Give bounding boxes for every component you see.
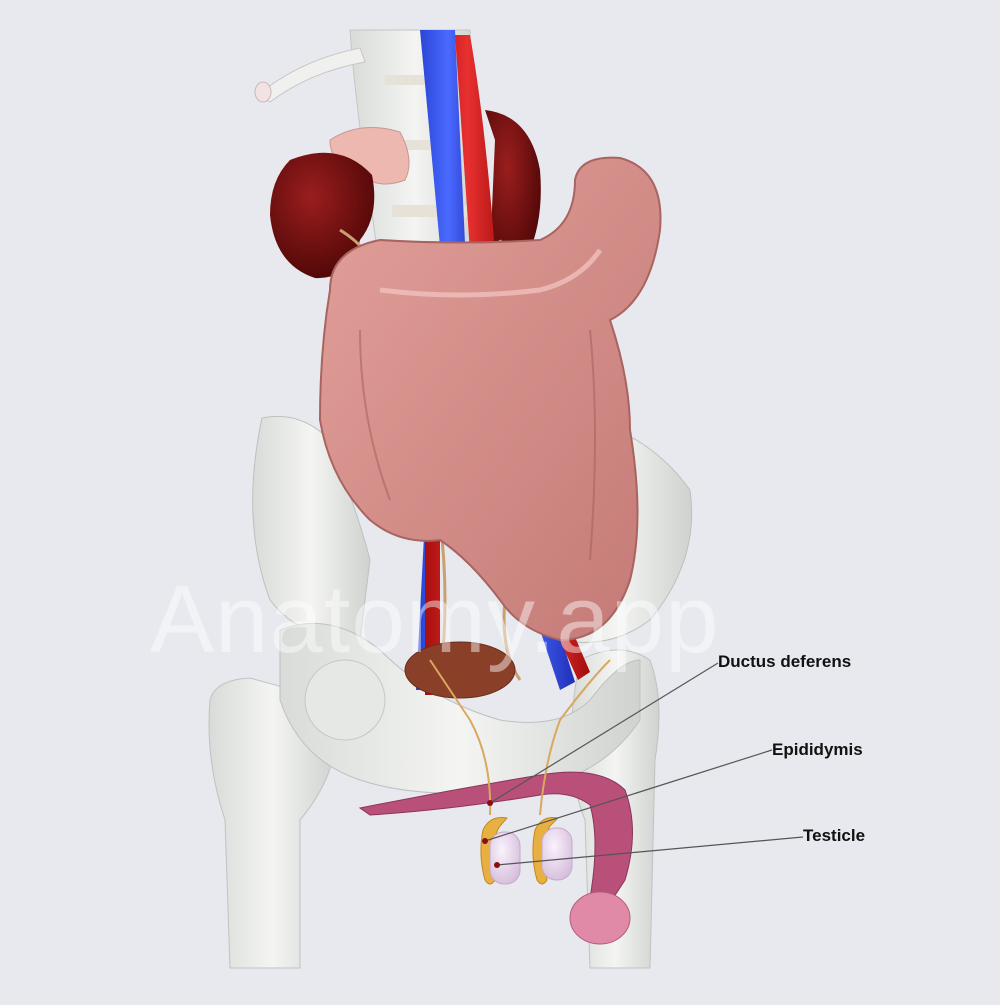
testicles: [489, 827, 573, 885]
urinary-bladder: [404, 641, 516, 699]
label-ductus-deferens: Ductus deferens: [718, 652, 852, 671]
rib: [254, 47, 366, 103]
anchor-dot-epididymis: [482, 838, 488, 844]
anchor-dot-ductus-deferens: [487, 800, 493, 806]
femur-left: [208, 677, 337, 969]
leader-lines: [484, 662, 804, 866]
right-kidney: [270, 152, 375, 279]
large-intestine: [318, 156, 662, 642]
anchor-dots: [482, 800, 500, 868]
anchor-dot-testicle: [494, 862, 500, 868]
label-epididymis: Epididymis: [772, 740, 863, 759]
leader-line-ductus-deferens: [489, 662, 719, 804]
left-kidney: [485, 110, 541, 273]
ductus-deferens-cords: [429, 659, 611, 816]
leader-line-epididymis: [484, 749, 773, 842]
leader-line-testicle: [496, 836, 804, 866]
penis: [358, 771, 633, 945]
label-testicle: Testicle: [803, 826, 866, 845]
